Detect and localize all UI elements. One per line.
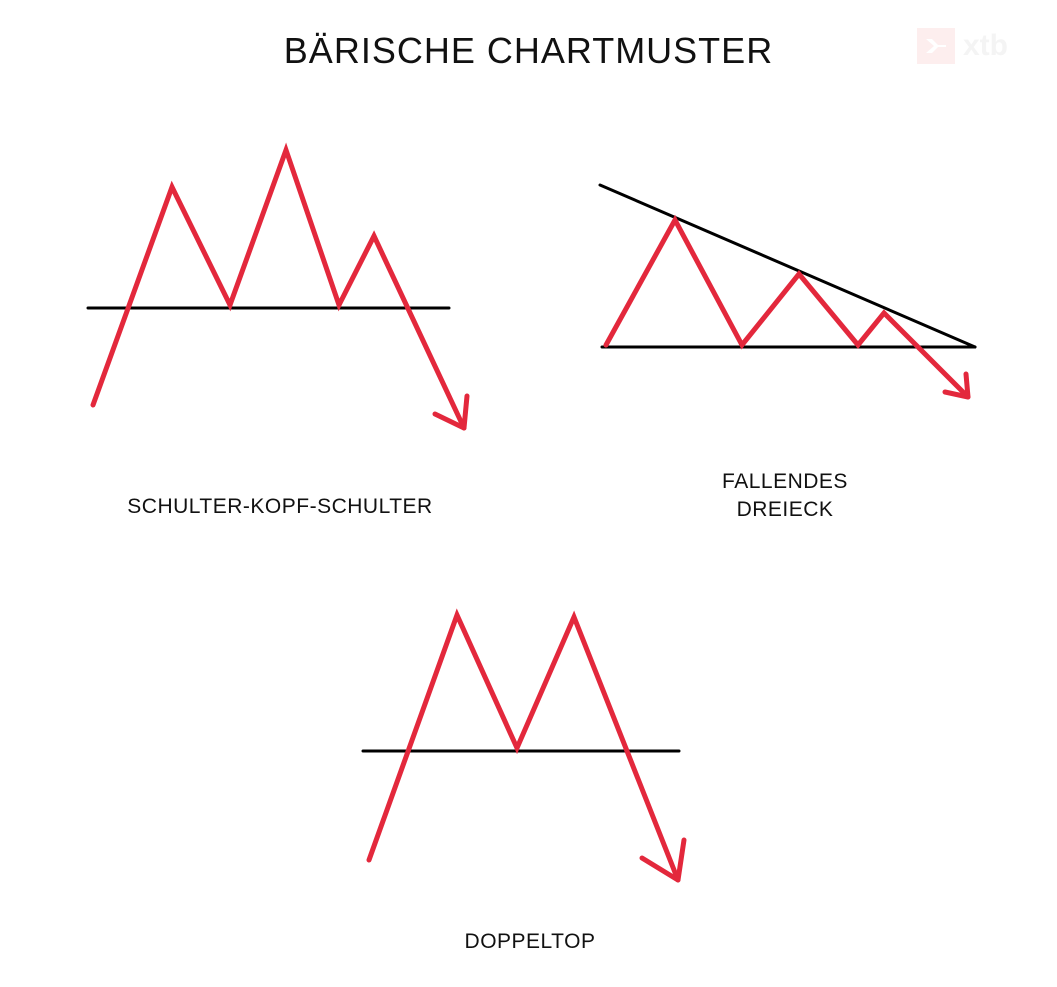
resistance-line xyxy=(598,183,977,349)
double-top-pattern xyxy=(361,608,687,883)
xtb-logo: xtb xyxy=(917,28,1008,64)
xtb-x-icon xyxy=(917,28,955,64)
price-line xyxy=(366,608,681,883)
down-arrow-icon xyxy=(432,393,470,431)
label-line-1: FALLENDES xyxy=(722,470,848,493)
label-line-2: DREIECK xyxy=(736,498,834,521)
logo-text: xtb xyxy=(963,29,1008,62)
label-head-shoulders: SCHULTER-KOPF-SCHULTER xyxy=(127,495,433,518)
falling-triangle-pattern xyxy=(598,183,977,400)
head-shoulders-pattern xyxy=(86,142,470,431)
down-arrow-icon xyxy=(639,837,687,883)
price-line xyxy=(90,142,467,431)
price-line xyxy=(603,214,971,400)
label-falling-triangle: FALLENDES DREIECK xyxy=(690,468,880,524)
down-arrow-icon xyxy=(942,371,971,400)
label-double-top: DOPPELTOP xyxy=(464,930,596,953)
page-title: BÄRISCHE CHARTMUSTER xyxy=(283,30,774,71)
